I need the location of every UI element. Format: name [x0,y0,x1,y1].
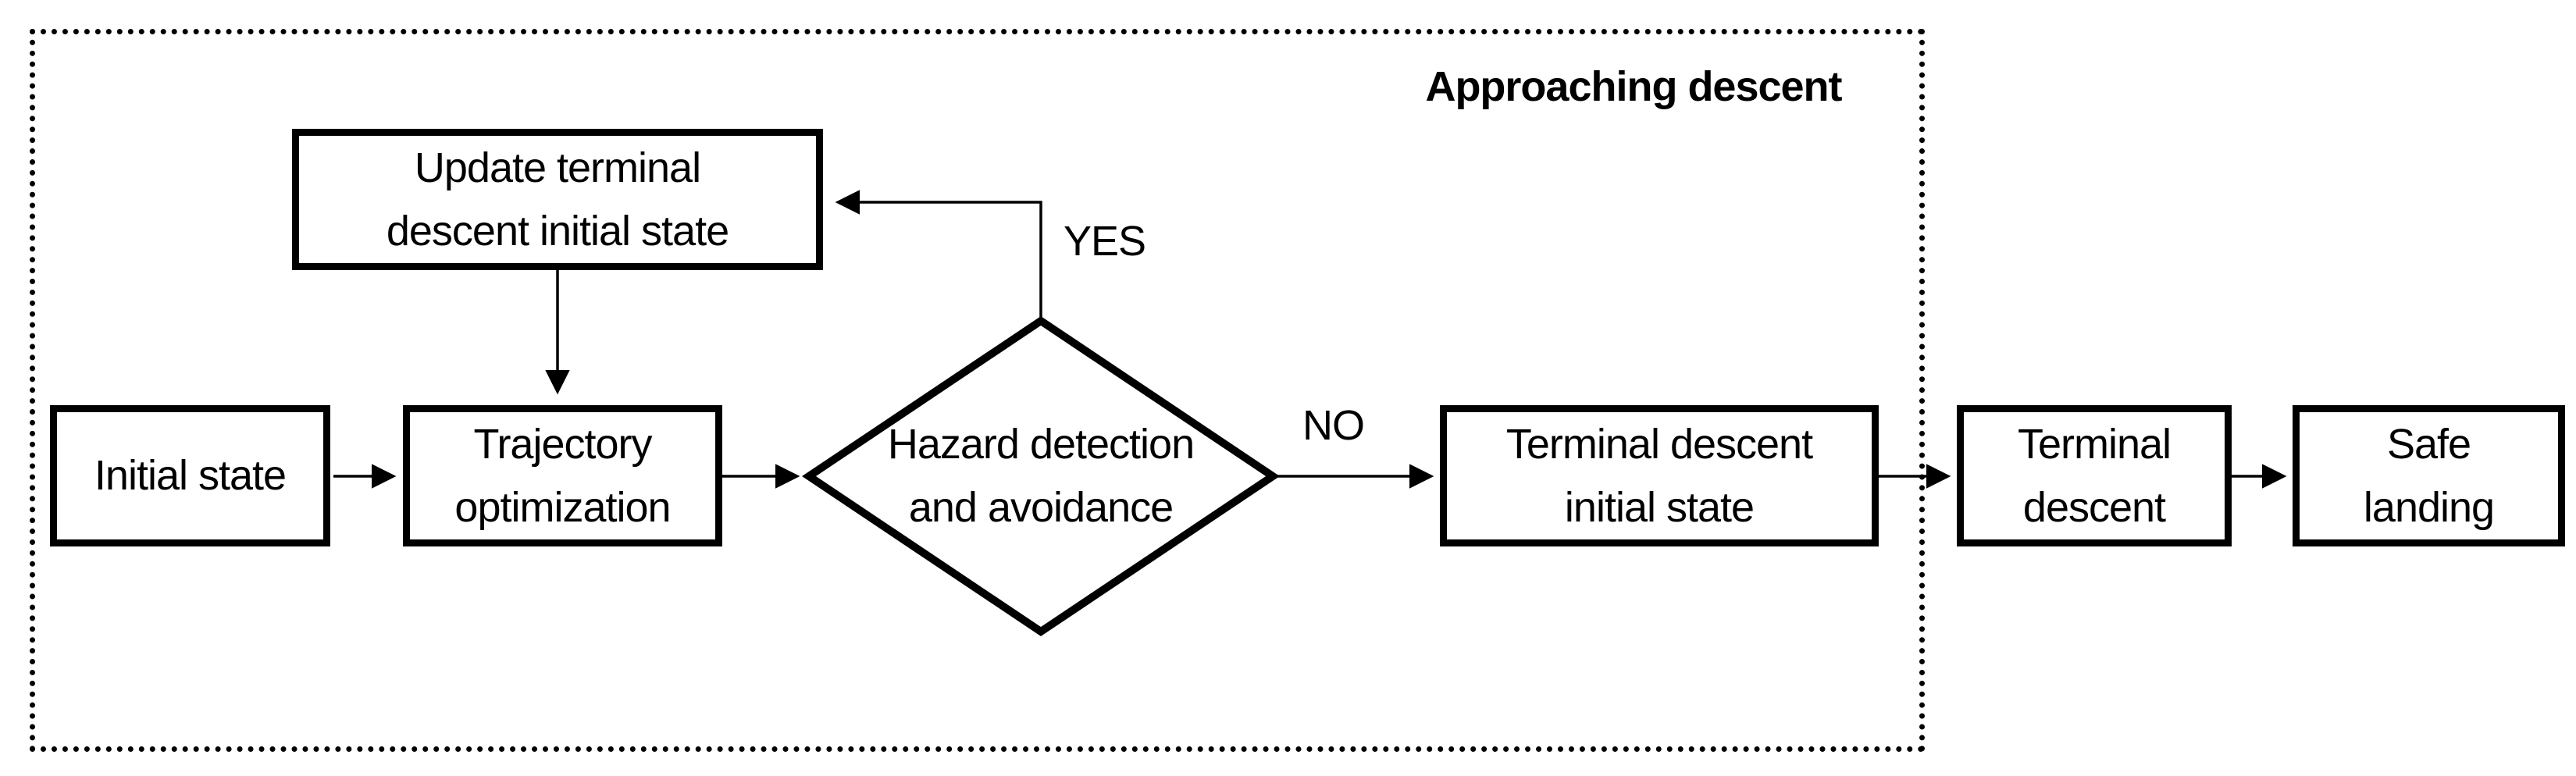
node-terminal-descent-initial-state: Terminal descent initial state [1440,405,1879,546]
edge-label-yes: YES [1064,218,1146,265]
hazard-diamond-shape [802,315,1280,637]
edge-label-no: NO [1302,402,1365,449]
approaching-descent-region [30,29,1925,752]
node-terminal-descent: Terminal descent [1957,405,2232,546]
region-title: Approaching descent [1425,63,1842,110]
node-initial-state: Initial state [50,405,330,546]
node-safe-landing: Safe landing [2293,405,2565,546]
node-update-terminal-descent: Update terminal descent initial state [292,129,823,270]
node-trajectory-optimization: Trajectory optimization [403,405,722,546]
node-hazard-detection: Hazard detection and avoidance [887,421,1195,531]
edge-hazard-to-update [835,190,1042,321]
